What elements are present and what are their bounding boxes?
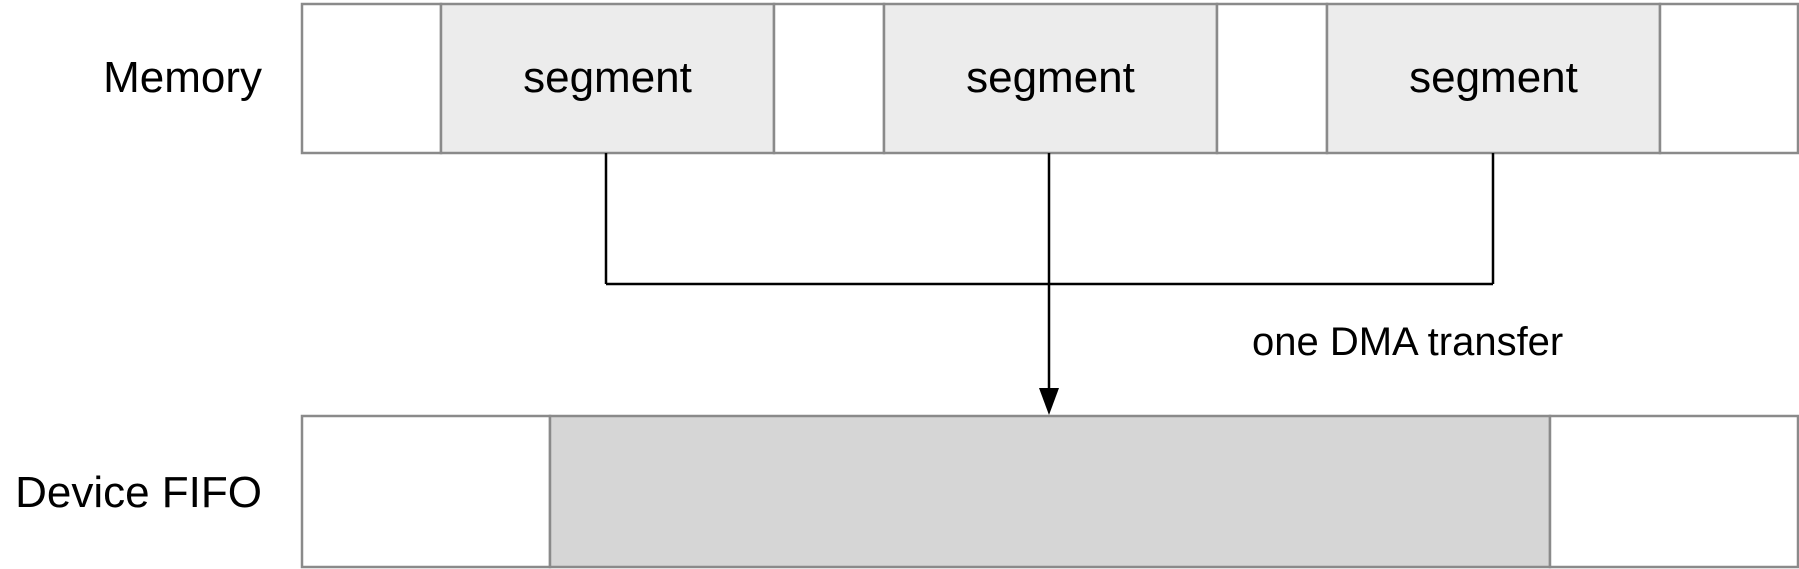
fifo-label: Device FIFO xyxy=(15,468,262,517)
segment-label: segment xyxy=(966,53,1135,102)
memory-empty-cell xyxy=(772,2,886,155)
memory-empty-cell xyxy=(300,2,443,155)
segment-label: segment xyxy=(523,53,692,102)
memory-empty-cell xyxy=(1215,2,1329,155)
fifo-empty-cell xyxy=(1548,414,1799,569)
fifo-filled-cell xyxy=(548,414,1552,569)
memory-segment-cell xyxy=(439,2,776,155)
fifo-cells xyxy=(300,414,1799,569)
memory-cells: segment segment segment xyxy=(300,2,1799,155)
memory-segment-cell xyxy=(882,2,1219,155)
segment-label: segment xyxy=(1409,53,1578,102)
memory-empty-cell xyxy=(1658,2,1799,155)
fifo-row: Device FIFO xyxy=(15,414,1799,569)
memory-row: Memory segment segment segment xyxy=(103,2,1799,155)
memory-label: Memory xyxy=(103,53,262,102)
dma-connectors xyxy=(604,153,1495,415)
dma-transfer-label: one DMA transfer xyxy=(1252,320,1563,364)
memory-segment-cell xyxy=(1325,2,1662,155)
fifo-empty-cell xyxy=(300,414,552,569)
arrow-head-icon xyxy=(1039,388,1059,415)
